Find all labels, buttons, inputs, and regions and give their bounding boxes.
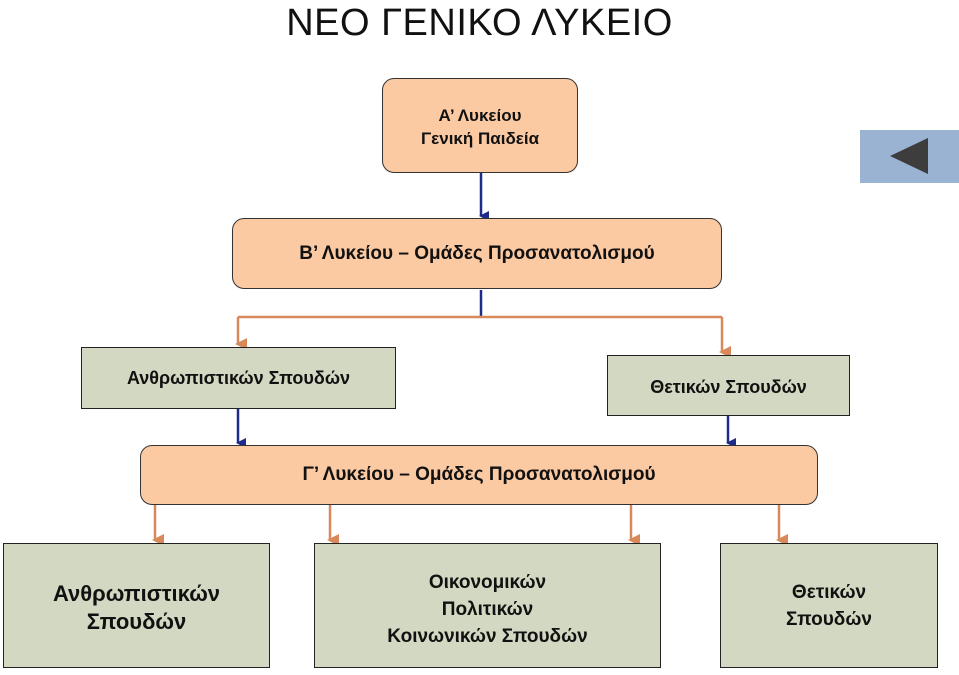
c-sciences-line1: Θετικών <box>791 581 867 603</box>
page-title: ΝΕΟ ΓΕΝΙΚΟ ΛΥΚΕΙΟ <box>286 2 673 44</box>
grade-c-label: Γ’ Λυκείου – Ομάδες Προσανατολισμού <box>302 464 656 485</box>
grade-b-box: Β’ Λυκείου – Ομάδες Προσανατολισμού <box>232 218 722 289</box>
b-humanities-box: Ανθρωπιστικών Σπουδών <box>81 347 396 409</box>
c-economics-box: Οικονομικών Πολιτικών Κοινωνικών Σπουδών <box>314 543 661 668</box>
back-arrow-icon <box>890 138 928 174</box>
grade-c-box: Γ’ Λυκείου – Ομάδες Προσανατολισμού <box>140 445 818 505</box>
c-humanities-line1: Ανθρωπιστικών <box>52 580 221 606</box>
back-button[interactable] <box>860 130 959 183</box>
grade-a-box: Α’ Λυκείου Γενική Παιδεία <box>382 78 578 173</box>
grade-b-label: Β’ Λυκείου – Ομάδες Προσανατολισμού <box>299 242 655 264</box>
c-humanities-box: Ανθρωπιστικών Σπουδών <box>3 543 270 668</box>
c-sciences-line2: Σπουδών <box>786 608 872 630</box>
grade-a-subtitle: Γενική Παιδεία <box>420 128 540 148</box>
c-economics-line3: Κοινωνικών Σπουδών <box>387 626 588 647</box>
b-sciences-box: Θετικών Σπουδών <box>607 355 850 416</box>
c-humanities-line2: Σπουδών <box>86 608 187 634</box>
grade-a-title: Α’ Λυκείου <box>438 105 522 125</box>
b-sciences-label: Θετικών Σπουδών <box>650 377 807 397</box>
c-sciences-box: Θετικών Σπουδών <box>720 543 938 668</box>
c-economics-line1: Οικονομικών <box>428 572 547 593</box>
b-humanities-label: Ανθρωπιστικών Σπουδών <box>126 367 351 388</box>
c-economics-line2: Πολιτικών <box>441 599 534 620</box>
